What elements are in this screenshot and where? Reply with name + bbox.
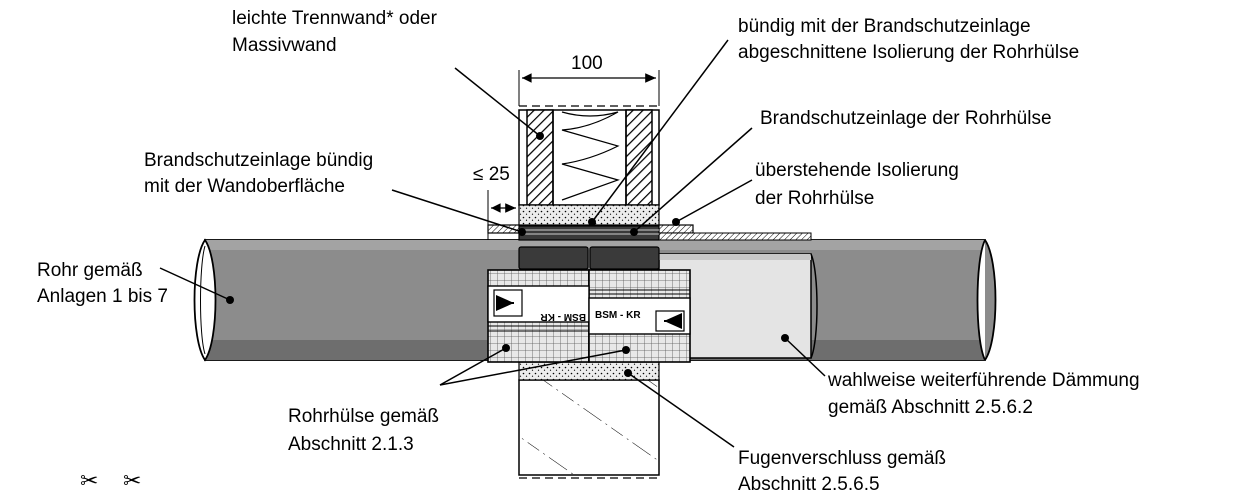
pipe-sleeve: BSM - KR BSM - KR (487, 269, 691, 363)
joint-seal-bottom (518, 361, 660, 381)
label-pipe-1: Rohr gemäß (37, 260, 143, 281)
label-joint-1: Fugenverschluss gemäß (738, 448, 946, 469)
label-insert-flush-1: Brandschutzeinlage bündig (144, 150, 373, 171)
leader-lines (159, 39, 826, 448)
label-wall-1: leichte Trennwand* oder (232, 8, 438, 29)
light-partition-wall (518, 105, 660, 206)
dimension-wall-width: 100 (518, 53, 660, 106)
label-joint-2: Abschnitt 2.5.6.5 (738, 474, 880, 495)
label-sleeve-2: Abschnitt 2.1.3 (288, 434, 414, 455)
label-flush-insulation-2: abgeschnittene Isolierung der Rohrhülse (738, 42, 1079, 63)
solid-wall (518, 379, 660, 479)
pipe-cut-end-right (984, 239, 997, 361)
mineral-wool-insulation (561, 111, 620, 201)
label-wall-2: Massivwand (232, 35, 337, 56)
sleeve-mark-right: BSM - KR (595, 310, 641, 321)
label-optional-insulation-1: wahlweise weiterführende Dämmung (827, 370, 1140, 391)
label-pipe-2: Anlagen 1 bis 7 (37, 286, 168, 307)
scissors-icon-2: ✂ (123, 469, 141, 494)
board-left (526, 109, 554, 206)
dimension-wall-width-label: 100 (571, 53, 603, 74)
label-protruding-2: der Rohrhülse (755, 188, 874, 209)
label-sleeve-1: Rohrhülse gemäß (288, 406, 439, 427)
label-fire-insert: Brandschutzeinlage der Rohrhülse (760, 108, 1052, 129)
label-optional-insulation-2: gemäß Abschnitt 2.5.6.2 (828, 397, 1033, 418)
board-right (625, 109, 653, 206)
label-flush-insulation-1: bündig mit der Brandschutzeinlage (738, 16, 1031, 37)
protruding-insulation-strip-right (658, 232, 812, 241)
scissors-icon: ✂ (80, 469, 98, 494)
sleeve-mark-left: BSM - KR (540, 311, 586, 322)
pipe-cut-end-left (193, 238, 217, 362)
label-protruding-1: überstehende Isolierung (755, 160, 959, 181)
dimension-overhang: ≤ 25 (473, 164, 516, 240)
label-insert-flush-2: mit der Wandoberfläche (144, 176, 345, 197)
dimension-overhang-label: ≤ 25 (473, 164, 510, 185)
